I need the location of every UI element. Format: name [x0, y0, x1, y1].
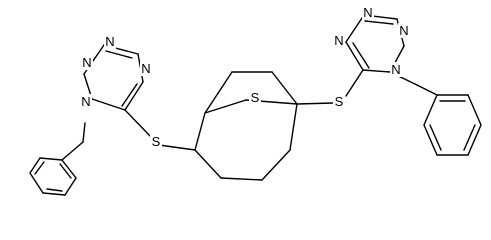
svg-text:N: N — [105, 34, 114, 49]
atom-n-right-tetrazole-3: N — [333, 33, 345, 48]
atom-s-right-thioether: S — [333, 94, 345, 109]
svg-text:N: N — [363, 5, 372, 20]
atom-s-left-thioether: S — [150, 134, 162, 149]
atom-n-left-tetrazole-1: N — [104, 34, 116, 49]
svg-text:S: S — [335, 94, 344, 109]
svg-text:N: N — [81, 94, 90, 109]
svg-text:S: S — [251, 90, 260, 105]
right-phenyl-ring — [389, 71, 482, 156]
svg-text:N: N — [141, 61, 150, 76]
atom-n-right-tetrazole-2: N — [398, 23, 410, 38]
atom-n-left-tetrazole-4: N — [80, 94, 92, 109]
right-thioether-link — [296, 69, 364, 105]
atom-n-right-tetrazole-4: N — [390, 62, 402, 77]
left-phenyl-ring — [29, 122, 86, 196]
molecule-structure-diagram: N N N N S S S N — [29, 5, 482, 196]
atom-n-right-tetrazole-1: N — [362, 5, 374, 20]
left-thioether-link — [158, 144, 196, 151]
atom-n-left-tetrazole-3: N — [81, 55, 93, 70]
bicyclic-core — [194, 71, 298, 181]
svg-text:N: N — [391, 62, 400, 77]
atom-labels: N N N N S S S N — [80, 5, 410, 149]
atom-n-left-tetrazole-2: N — [140, 61, 152, 76]
atom-s-bridge: S — [249, 90, 261, 105]
svg-text:N: N — [399, 23, 408, 38]
svg-text:S: S — [152, 134, 161, 149]
svg-text:N: N — [334, 33, 343, 48]
svg-text:N: N — [82, 55, 91, 70]
left-tetrazole-ring — [83, 44, 153, 139]
